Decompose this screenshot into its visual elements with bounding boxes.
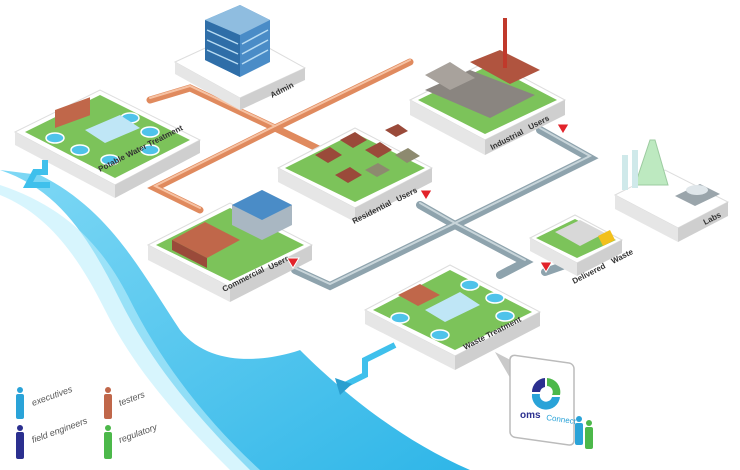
omsconnect-logo-icon	[531, 378, 561, 410]
river-highlight	[0, 185, 260, 470]
person-icon-executive	[575, 416, 583, 445]
person-icon-regulatory	[585, 420, 593, 449]
labs-site[interactable]: Labs	[613, 139, 730, 242]
waste-pipes	[291, 126, 599, 291]
logo-oms: oms	[520, 410, 541, 421]
commercial-users-site[interactable]: Commercial Users	[146, 190, 314, 302]
outflow-arrow	[343, 342, 397, 388]
omsconnect-callout[interactable]: oms Connect	[495, 352, 577, 446]
valve-icon	[419, 189, 433, 201]
svg-text:regulatory: regulatory	[117, 422, 158, 445]
svg-text:testers: testers	[117, 389, 146, 408]
residential-users-site[interactable]: Residential Users	[276, 124, 434, 226]
intake-arrow	[22, 160, 50, 188]
legend-item-executives: executives	[16, 384, 74, 419]
legend-item-regulatory: regulatory	[104, 422, 159, 459]
valve-icon	[539, 261, 553, 273]
person-icon	[104, 425, 112, 459]
person-icon	[16, 425, 24, 459]
logo-connect: Connect	[546, 413, 578, 426]
admin-site[interactable]: Admin	[173, 5, 307, 110]
industrial-users-site[interactable]: Industrial Users	[408, 18, 567, 155]
valve-icon	[556, 123, 570, 135]
potable-water-treatment-site[interactable]: Potable Water Treatment	[13, 89, 202, 198]
svg-text:executives: executives	[30, 384, 74, 408]
person-icon	[16, 387, 24, 419]
waste-treatment-site[interactable]: Waste Treatment	[363, 264, 542, 370]
legend-item-testers: testers	[104, 387, 147, 419]
person-icon	[104, 387, 112, 419]
valve-icon	[286, 257, 300, 269]
river	[0, 170, 470, 470]
legend-item-field-engineers: field engineers	[16, 415, 89, 459]
legend: executives testers field engineers regul…	[16, 384, 159, 459]
valve-icons	[286, 123, 570, 273]
svg-text:field engineers: field engineers	[30, 415, 89, 445]
